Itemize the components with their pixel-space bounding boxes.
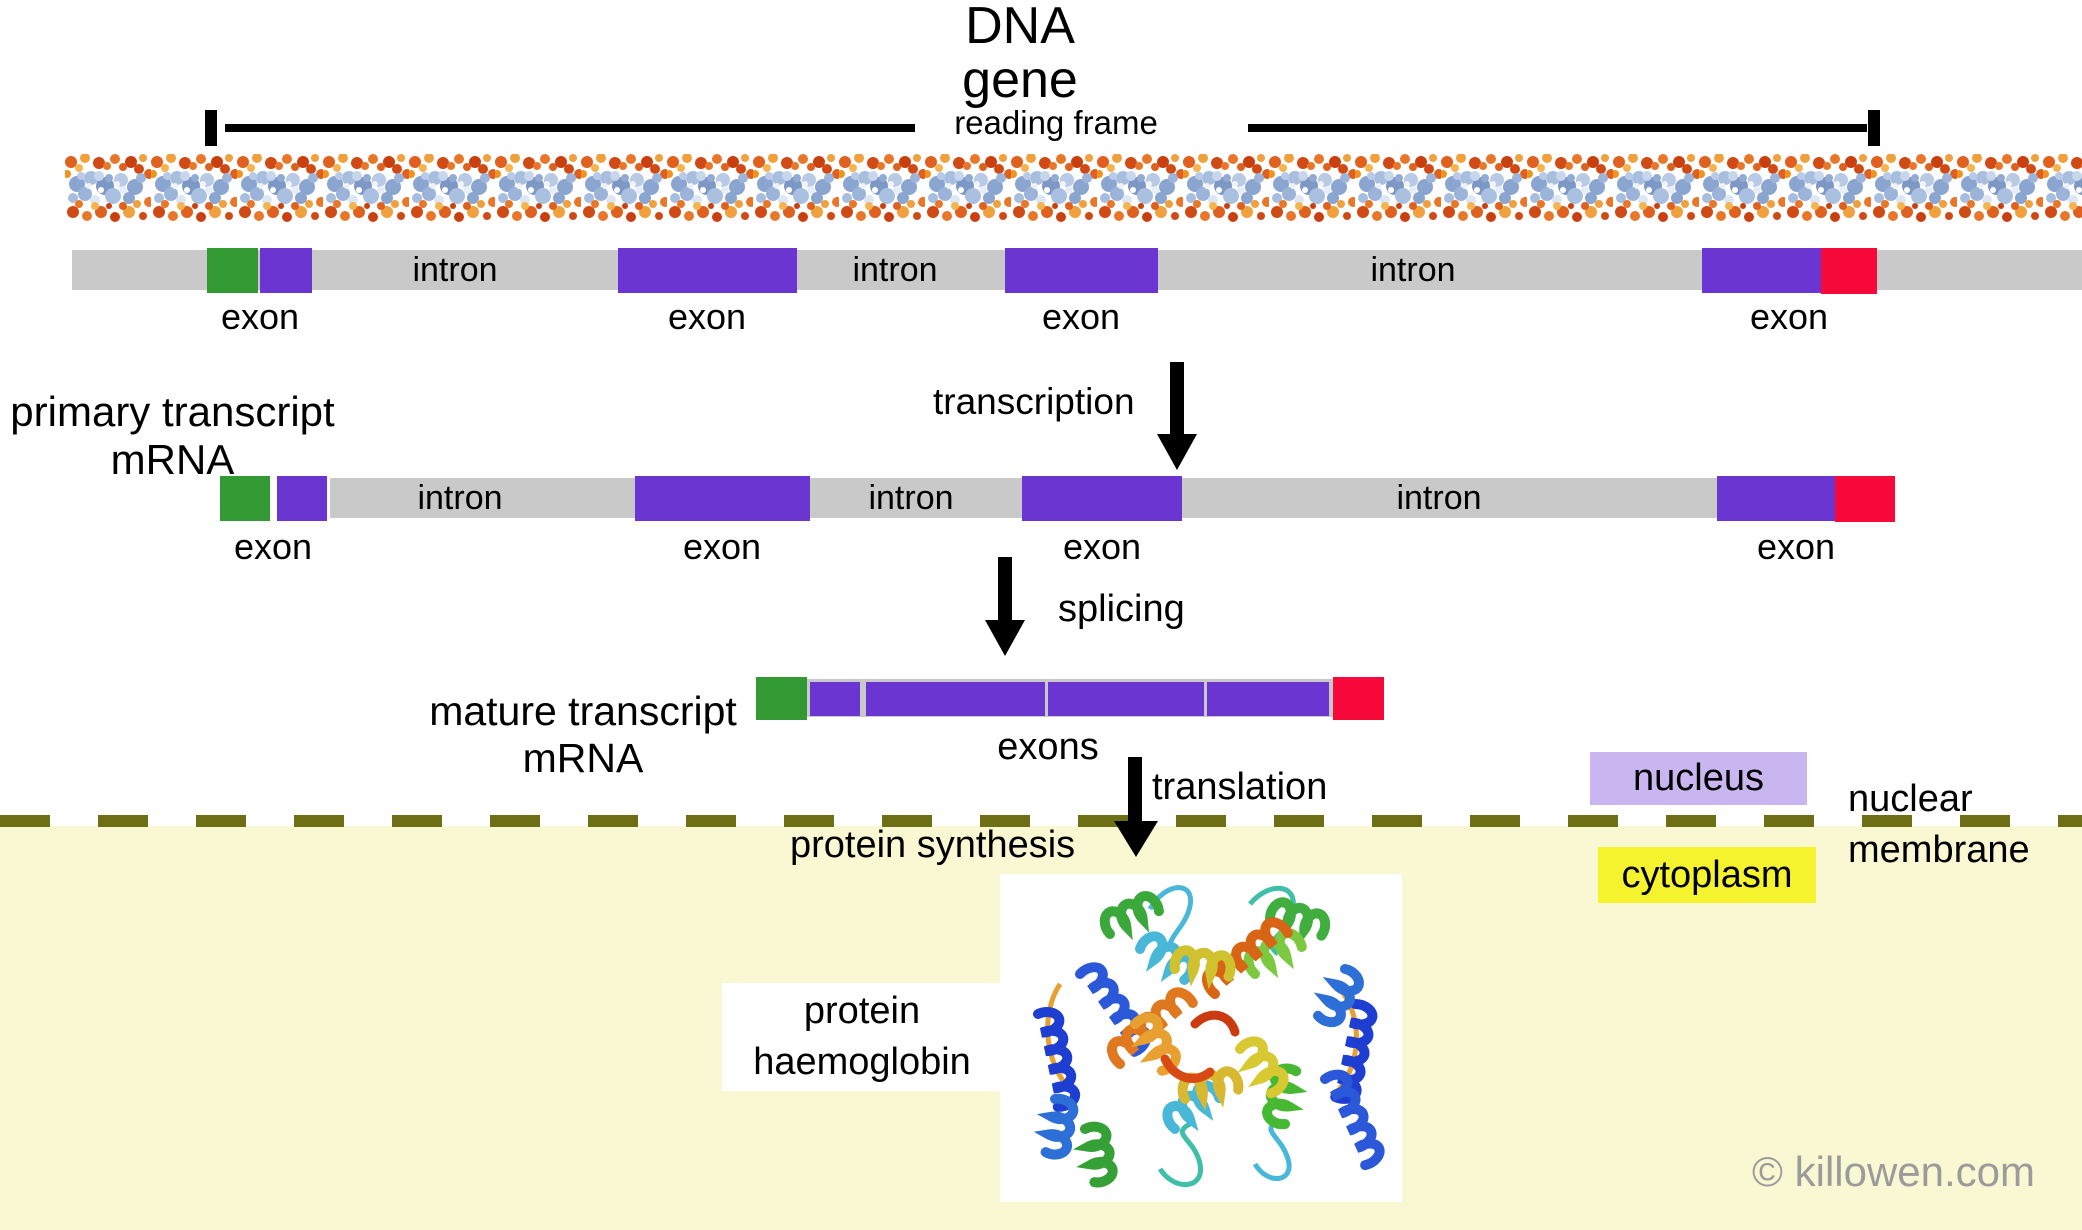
primary-exon2-label: exon	[682, 526, 762, 567]
mature-stop-cap-block	[1333, 677, 1384, 720]
nuclear-membrane-dashed-line	[0, 815, 2082, 827]
gene-exon1-label: exon	[220, 296, 300, 337]
cytoplasm-tag: cytoplasm	[1598, 847, 1816, 903]
mature-transcript-line1: mature transcript	[429, 688, 737, 734]
reading-frame-tick-left	[205, 110, 217, 146]
nuclear-membrane-word2: membrane	[1848, 829, 2030, 871]
primary-transcript-line2: mRNA	[110, 435, 235, 483]
splicing-arrowhead-icon	[985, 620, 1025, 656]
nuclear-membrane-word1: nuclear	[1848, 778, 1973, 820]
dna-helix-illustration	[65, 154, 2082, 222]
primary-transcript-label: primary transcript mRNA	[0, 388, 345, 484]
nucleus-tag-label: nucleus	[1633, 757, 1764, 799]
primary-intron2-label: intron	[868, 479, 954, 517]
gene-exon4-block	[1702, 248, 1821, 293]
splicing-label: splicing	[1058, 588, 1185, 630]
protein-synthesis-label: protein synthesis	[790, 824, 1076, 866]
translation-label: translation	[1152, 766, 1328, 808]
gene-exon2-label: exon	[667, 296, 747, 337]
transcription-arrowhead-icon	[1157, 434, 1197, 470]
watermark: © killowen.com	[1752, 1148, 2036, 1195]
translation-arrowhead-icon	[1114, 821, 1158, 857]
mature-exon1-block	[810, 682, 860, 716]
primary-start-cap-block	[220, 476, 270, 521]
reading-frame-tick-right	[1868, 110, 1880, 146]
transcription-arrow-icon	[1170, 362, 1184, 436]
gene-stop-cap-block	[1821, 248, 1877, 294]
mature-exon3-block	[1048, 682, 1204, 716]
title-gene: gene	[962, 51, 1078, 109]
primary-exon3-label: exon	[1062, 526, 1142, 567]
splicing-arrow-icon	[998, 557, 1012, 622]
mature-exons-label: exons	[997, 726, 1099, 768]
primary-exon2-block	[635, 476, 810, 521]
gene-exon3-block	[1005, 248, 1158, 293]
gene-intron3-label: intron	[1370, 251, 1456, 289]
primary-exon4-label: exon	[1756, 526, 1836, 567]
gene-intron1-label: intron	[412, 251, 498, 289]
mature-transcript-label: mature transcript mRNA	[420, 688, 746, 781]
protein-name-line1: protein	[803, 989, 921, 1032]
translation-arrow-icon	[1128, 757, 1142, 823]
gene-exon1-block	[260, 248, 312, 293]
cytoplasm-tag-label: cytoplasm	[1621, 853, 1793, 896]
gene-exon2-block	[618, 248, 797, 293]
mature-transcript-line2: mRNA	[522, 734, 644, 781]
gene-exon4-label: exon	[1749, 296, 1829, 337]
mature-exon2-block	[866, 682, 1045, 716]
primary-intron3-label: intron	[1396, 479, 1482, 517]
primary-transcript-line1: primary transcript	[10, 388, 335, 435]
primary-exon3-block	[1022, 476, 1182, 521]
primary-exon1-block	[277, 476, 327, 521]
haemoglobin-ribbon-art	[1000, 885, 1402, 1202]
primary-stop-cap-block	[1835, 476, 1895, 522]
gene-intron2-label: intron	[852, 251, 938, 289]
gene-exon3-label: exon	[1041, 296, 1121, 337]
mature-exon4-block	[1207, 682, 1329, 716]
reading-frame-line-right	[1248, 124, 1867, 132]
reading-frame-label: reading frame	[954, 104, 1158, 141]
haemoglobin-ribbon-image	[1000, 874, 1402, 1202]
primary-exon1-label: exon	[233, 526, 313, 567]
primary-exon4-block	[1717, 476, 1835, 521]
gene-start-cap-block	[207, 248, 258, 293]
protein-name-box: protein haemoglobin	[722, 983, 1002, 1091]
nucleus-tag: nucleus	[1590, 752, 1807, 805]
title-dna: DNA	[965, 0, 1075, 55]
primary-intron1-label: intron	[417, 479, 503, 517]
mature-start-cap-block	[756, 677, 807, 720]
reading-frame-line-left	[225, 124, 915, 132]
protein-name-line2: haemoglobin	[753, 1041, 971, 1083]
transcription-label: transcription	[933, 381, 1135, 422]
